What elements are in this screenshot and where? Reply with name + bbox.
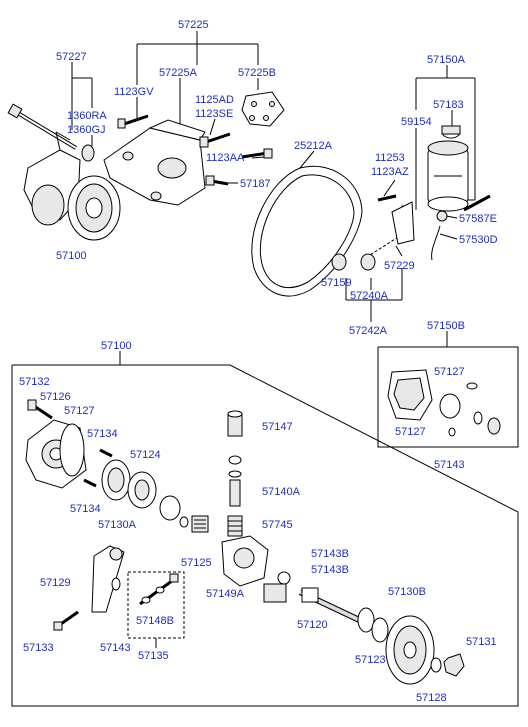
callout-57120[interactable]: 57120 xyxy=(297,619,328,631)
fitting-57147 xyxy=(227,410,243,437)
callout-57129[interactable]: 57129 xyxy=(40,577,71,589)
callout-57149a[interactable]: 57149A xyxy=(206,588,245,600)
bolt-1125ad xyxy=(199,132,231,148)
callout-1123se[interactable]: 1123SE xyxy=(195,108,233,120)
cartridge-57130a xyxy=(101,459,157,509)
callout-57134-a[interactable]: 57134 xyxy=(87,428,118,440)
callout-57183[interactable]: 57183 xyxy=(433,99,464,111)
cap-57183 xyxy=(441,125,461,139)
callout-1125ad[interactable]: 1125AD xyxy=(195,94,234,106)
callout-1360gj[interactable]: 1360GJ xyxy=(67,124,106,136)
o-ring-b xyxy=(179,516,189,528)
callout-57143[interactable]: 57143 xyxy=(100,642,131,654)
bolt-1123aa xyxy=(241,148,273,159)
nut-57131 xyxy=(443,653,465,677)
callout-1123aa[interactable]: 1123AA xyxy=(206,152,245,164)
pulley-57130b xyxy=(385,615,435,685)
callout-1123gv[interactable]: 1123GV xyxy=(114,86,154,98)
callout-25212a[interactable]: 25212A xyxy=(294,140,333,152)
clamp-57587e xyxy=(436,210,448,222)
callout-57159[interactable]: 57159 xyxy=(321,277,352,289)
hose-57530d xyxy=(431,225,441,261)
seal-57149a xyxy=(277,571,291,585)
callout-57130a[interactable]: 57130A xyxy=(98,519,137,531)
grommet-57159 xyxy=(331,253,347,271)
callout-57227[interactable]: 57227 xyxy=(56,51,87,63)
bracket-57225a xyxy=(103,119,206,206)
callout-57135[interactable]: 57135 xyxy=(138,650,169,662)
callout-57123[interactable]: 57123 xyxy=(355,654,386,666)
callout-57130b[interactable]: 57130B xyxy=(388,586,426,598)
callout-57143b-2[interactable]: 57143B xyxy=(311,564,349,576)
washer-57128 xyxy=(430,657,442,673)
callout-57150b[interactable]: 57150B xyxy=(427,320,465,332)
callout-57133[interactable]: 57133 xyxy=(23,642,54,654)
callout-57240a[interactable]: 57240A xyxy=(350,290,389,302)
callout-57124[interactable]: 57124 xyxy=(130,449,161,461)
callout-1123az[interactable]: 1123AZ xyxy=(371,166,409,178)
callout-57127-b2[interactable]: 57127 xyxy=(395,426,426,438)
callout-57530d[interactable]: 57530D xyxy=(459,234,498,246)
callout-57242a[interactable]: 57242A xyxy=(349,325,388,337)
pump-assembly xyxy=(23,131,121,241)
callout-57127[interactable]: 57127 xyxy=(64,405,95,417)
bolt-57132 xyxy=(27,399,53,420)
bolt-1123gv xyxy=(117,114,149,129)
callout-11253[interactable]: 11253 xyxy=(375,152,405,164)
callout-57229[interactable]: 57229 xyxy=(384,260,415,272)
callout-57150a[interactable]: 57150A xyxy=(427,54,466,66)
callout-57225[interactable]: 57225 xyxy=(178,19,209,31)
callout-57125[interactable]: 57125 xyxy=(181,557,212,569)
washer-1360gj xyxy=(81,144,95,162)
callout-57148b[interactable]: 57148B xyxy=(136,615,174,627)
drive-belt-25212a xyxy=(251,165,363,297)
bracket-57129 xyxy=(91,545,125,613)
callout-57143-b[interactable]: 57143 xyxy=(434,459,465,471)
grommet-57240a xyxy=(360,253,376,271)
callout-57587e[interactable]: 57587E xyxy=(459,213,497,225)
seal-kit-57150b xyxy=(387,369,501,437)
callout-57745[interactable]: 57745 xyxy=(262,519,293,531)
leader-lines xyxy=(11,31,519,707)
callout-57132[interactable]: 57132 xyxy=(19,376,50,388)
valve-57148b xyxy=(139,573,179,606)
bushing-57149a xyxy=(263,583,287,603)
bolt-57133 xyxy=(53,610,79,631)
callout-1360ra[interactable]: 1360RA xyxy=(67,110,107,122)
bolt-57227 xyxy=(7,103,78,150)
callout-57225b[interactable]: 57225B xyxy=(238,67,276,79)
seal-57123-b xyxy=(371,617,389,643)
callout-57131[interactable]: 57131 xyxy=(466,636,497,648)
valve-57140a xyxy=(228,455,242,507)
callout-57134-b[interactable]: 57134 xyxy=(70,503,101,515)
callout-57143b-1[interactable]: 57143B xyxy=(311,548,349,560)
callout-57127-b1[interactable]: 57127 xyxy=(434,366,465,378)
spring-57125 xyxy=(191,515,209,533)
spring-57745 xyxy=(227,515,243,537)
bolt-11253 xyxy=(377,194,397,202)
reservoir-57150a xyxy=(427,140,491,212)
callout-57100-kit[interactable]: 57100 xyxy=(101,340,132,352)
pin-57134-b xyxy=(83,478,97,488)
mount-57229 xyxy=(391,201,415,245)
callout-57187[interactable]: 57187 xyxy=(240,178,271,190)
gasket-57127 xyxy=(59,423,85,477)
bolt-57187 xyxy=(205,175,229,186)
pin-57134-a xyxy=(99,448,113,458)
pump-body-57100 xyxy=(221,535,269,587)
callout-57225a[interactable]: 57225A xyxy=(159,67,198,79)
callout-labels: 57225 57227 57225A 57225B 1123GV 1125AD … xyxy=(19,19,498,704)
callout-57128[interactable]: 57128 xyxy=(416,692,447,704)
o-ring-a xyxy=(159,495,181,521)
bracket-57225b xyxy=(241,91,285,127)
callout-57100-top[interactable]: 57100 xyxy=(56,250,87,262)
washer-57143 xyxy=(111,577,121,591)
seal-57123-a xyxy=(357,607,375,633)
callout-59154[interactable]: 59154 xyxy=(401,116,432,128)
callout-57140a[interactable]: 57140A xyxy=(262,486,301,498)
callout-57147[interactable]: 57147 xyxy=(262,421,293,433)
callout-57126[interactable]: 57126 xyxy=(40,391,71,403)
